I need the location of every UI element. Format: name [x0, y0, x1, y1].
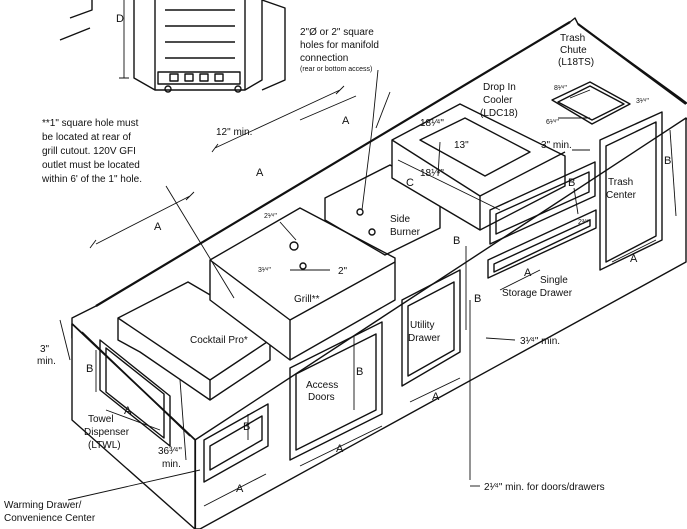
grill-note-4: outlet must be located — [42, 160, 140, 171]
dim-b-drawer: B — [568, 177, 575, 189]
dim-a-towel: A — [124, 405, 132, 417]
cooler-dim-18b: 18¹⁄⁴" — [420, 168, 444, 179]
cocktail-label: Cocktail Pro* — [190, 335, 248, 346]
manifold-note-2: holes for manifold — [300, 40, 379, 51]
dim-c: C — [406, 177, 414, 189]
dim-a-trash: A — [630, 253, 638, 265]
utility-2: Drawer — [408, 333, 441, 344]
dim-2-3: 2³⁄⁴" — [578, 219, 591, 226]
trash-chute-3: (L18TS) — [558, 57, 594, 68]
dimension-lines — [59, 69, 677, 507]
fridge-sketch — [59, 0, 286, 93]
dim-a-warming: A — [236, 483, 244, 495]
dim-3min: 3" — [40, 344, 50, 355]
warming-1: Warming Drawer/ — [4, 500, 82, 511]
dim-b-access: B — [356, 366, 363, 378]
side-burner-1: Side — [390, 214, 410, 225]
trash-chute-dim-3: 3¹⁄⁴" — [636, 98, 649, 105]
dim-b-utility: B — [474, 293, 481, 305]
cooler-dim-13: 13" — [454, 140, 469, 151]
cooler-2: Cooler — [483, 95, 513, 106]
dim-21: 2¹⁄⁴" min. for doors/drawers — [484, 482, 605, 493]
dim-a-left: A — [154, 221, 162, 233]
trash-chute-1: Trash — [560, 33, 585, 44]
towel-2: Dispenser — [84, 427, 130, 438]
dim-a-access: A — [336, 443, 344, 455]
manifold-note-1: 2"Ø or 2" square — [300, 27, 374, 38]
cooler-dim-3min: 3" min. — [541, 140, 572, 151]
dim-b-towel: B — [86, 363, 93, 375]
dim-d: D — [116, 13, 124, 25]
grill-label: Grill** — [294, 294, 320, 305]
access-1: Access — [306, 380, 338, 391]
single-drawer-1: Single — [540, 275, 568, 286]
dim-31: 3¹⁄⁴" min. — [520, 336, 560, 347]
trash-center-1: Trash — [608, 177, 633, 188]
single-drawer-2: Storage Drawer — [502, 288, 573, 299]
dim-b-side: B — [453, 235, 460, 247]
grill-note-2: be located at rear of — [42, 132, 131, 143]
trash-chute-2: Chute — [560, 45, 587, 56]
dim-12min: 12" min. — [216, 127, 252, 138]
towel-3: (LTWL) — [88, 440, 121, 451]
trash-chute-dim-8: 8¹⁄⁴" — [554, 85, 567, 92]
trash-chute-dim-6: 6¹⁄⁴" — [546, 119, 559, 126]
manifold-note-3: connection — [300, 53, 348, 64]
dim-2-1: 2¹⁄⁴" — [264, 213, 277, 220]
warming-2: Convenience Center — [4, 513, 96, 524]
dim-36b: min. — [162, 459, 181, 470]
dim-3-1: 3¹⁄⁴" — [258, 267, 271, 274]
grill-note-1: **1" square hole must — [42, 118, 139, 129]
access-2: Doors — [308, 392, 335, 403]
cooler-3: (LDC18) — [480, 108, 518, 119]
dim-36a: 36³⁄⁴" — [158, 446, 182, 457]
dim-3min-2: min. — [37, 356, 56, 367]
trash-center-2: Center — [606, 190, 637, 201]
cooler-1: Drop In — [483, 82, 516, 93]
side-burner-2: Burner — [390, 227, 421, 238]
grill-note-3: grill cutout. 120V GFI — [42, 146, 136, 157]
cooler-dim-18a: 18¹⁄⁴" — [420, 118, 444, 129]
dim-a-right: A — [342, 115, 350, 127]
utility-1: Utility — [410, 320, 434, 331]
dim-2: 2" — [338, 266, 348, 277]
dim-b-warming: B — [243, 421, 250, 433]
dim-a-mid: A — [256, 167, 264, 179]
towel-1: Towel — [88, 414, 114, 425]
grill-note-5: within 6' of the 1" hole. — [41, 174, 142, 185]
manifold-note-4: (rear or bottom access) — [300, 66, 372, 73]
island-body — [71, 17, 687, 529]
dim-b-trash: B — [664, 155, 671, 167]
dim-a-single: A — [524, 267, 532, 279]
dim-a-utility: A — [432, 391, 440, 403]
